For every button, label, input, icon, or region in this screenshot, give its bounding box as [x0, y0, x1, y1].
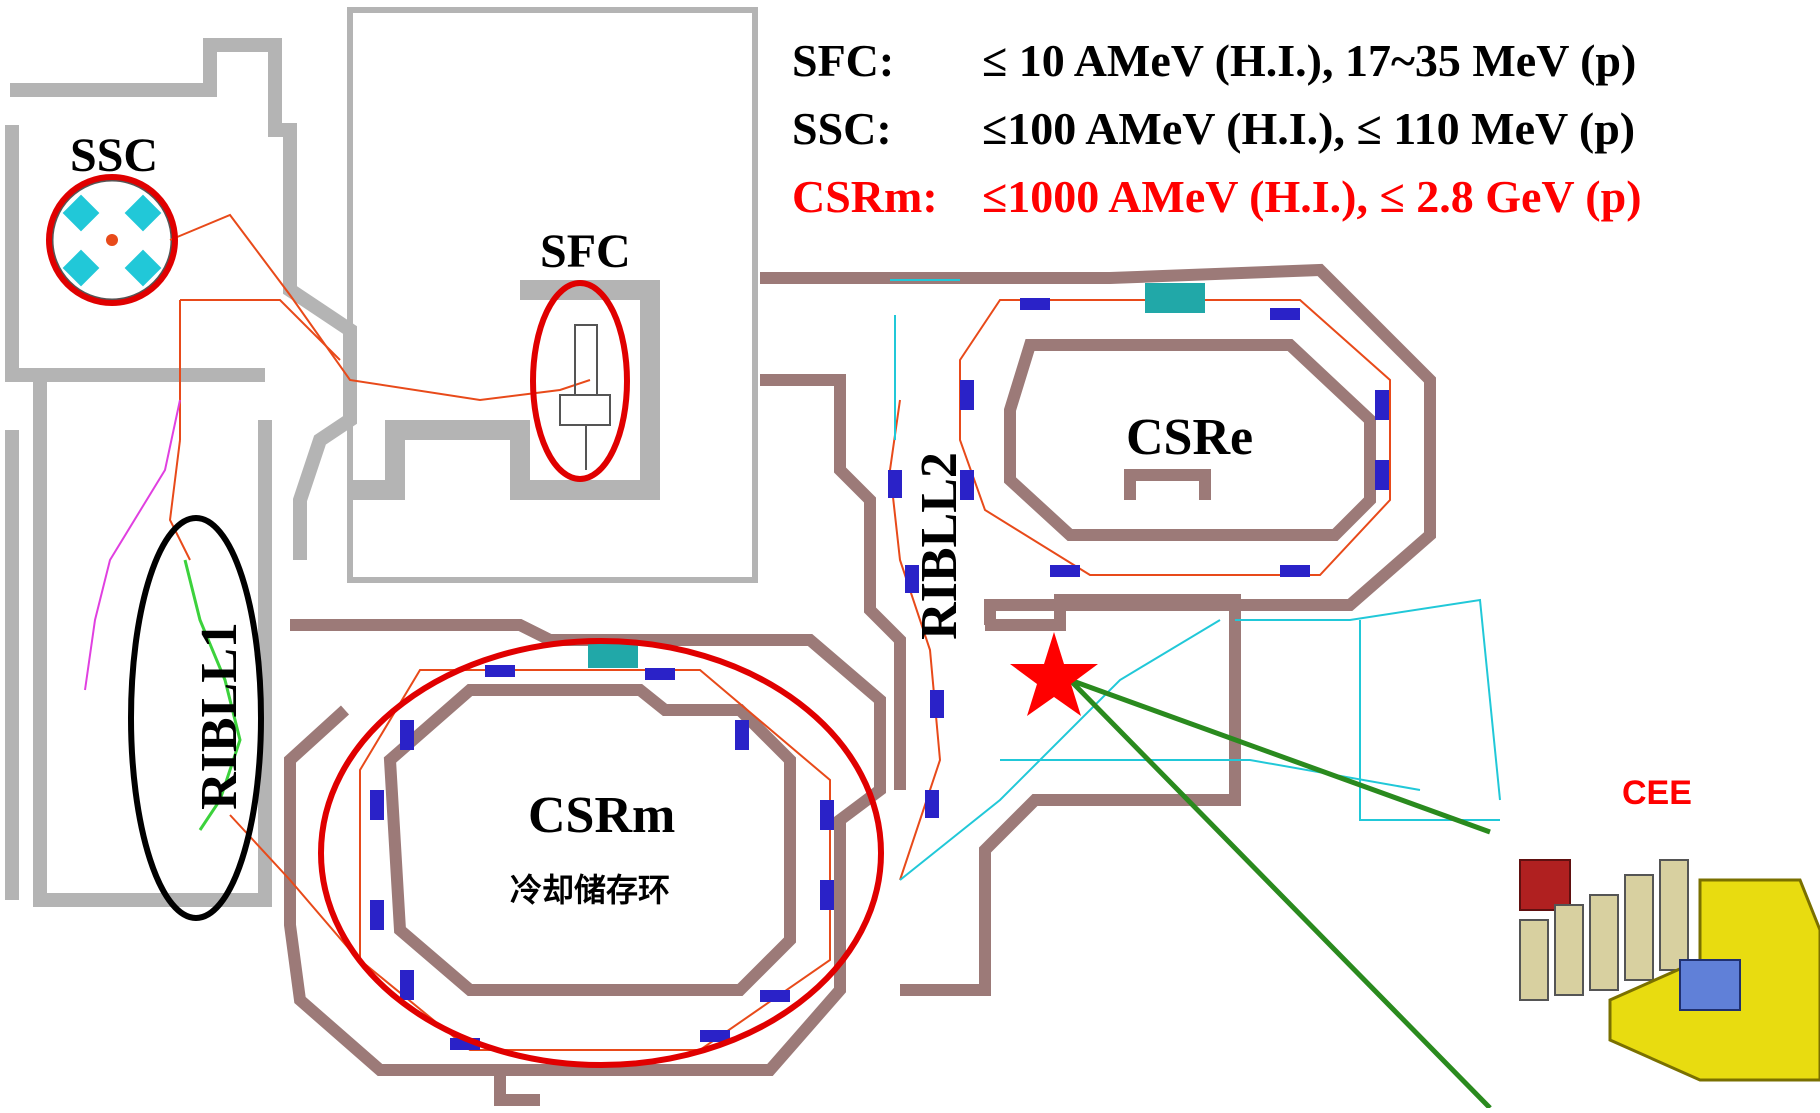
spec-name: SFC:: [792, 35, 895, 86]
csre-ring-magnets: [959, 283, 1391, 577]
csrm-highlight: [318, 638, 884, 1068]
ribll1-highlight: [128, 515, 264, 921]
highlight-ellipses: [46, 174, 884, 1068]
cee-pointer-lines: [1068, 677, 1492, 1110]
ssc-highlight: [46, 174, 178, 306]
cee-detector-illustration: [1519, 859, 1820, 1082]
cyan-lines: [890, 279, 1501, 881]
spec-value: ≤ 10 AMeV (H.I.), 17~35 MeV (p): [982, 35, 1637, 86]
csre-label: CSRe: [1126, 409, 1254, 466]
spec-value: ≤1000 AMeV (H.I.), ≤ 2.8 GeV (p): [982, 171, 1642, 222]
spec-value: ≤100 AMeV (H.I.), ≤ 110 MeV (p): [982, 103, 1636, 154]
cee-location-star: [1010, 632, 1098, 716]
pointer-line-lower: [1068, 678, 1492, 1110]
ssc-ring: [50, 178, 174, 302]
ssc-label: SSC: [70, 129, 159, 182]
sfc-label: SFC: [540, 225, 631, 278]
ribll2-line: [888, 399, 944, 881]
building-walls-gray: [5, 7, 758, 907]
sfc-highlight: [530, 280, 630, 482]
cee-label: CEE: [1622, 774, 1692, 812]
ribll1-beamline: [183, 559, 242, 831]
csrm-label: CSRm: [528, 787, 676, 844]
magenta-lines: [84, 399, 181, 691]
beamlines: [168, 213, 591, 951]
spec-name: CSRm:: [792, 171, 938, 222]
ribll2-label: RIBLL2: [911, 452, 968, 640]
spec-name: SSC:: [792, 103, 892, 154]
ribll1-label: RIBLL1: [191, 622, 248, 810]
pointer-line-upper: [1069, 677, 1491, 835]
sfc-cyclotron: [559, 324, 611, 470]
building-walls-brown: [284, 263, 1436, 1106]
csrm-chinese-label: 冷却储存环: [510, 871, 671, 909]
